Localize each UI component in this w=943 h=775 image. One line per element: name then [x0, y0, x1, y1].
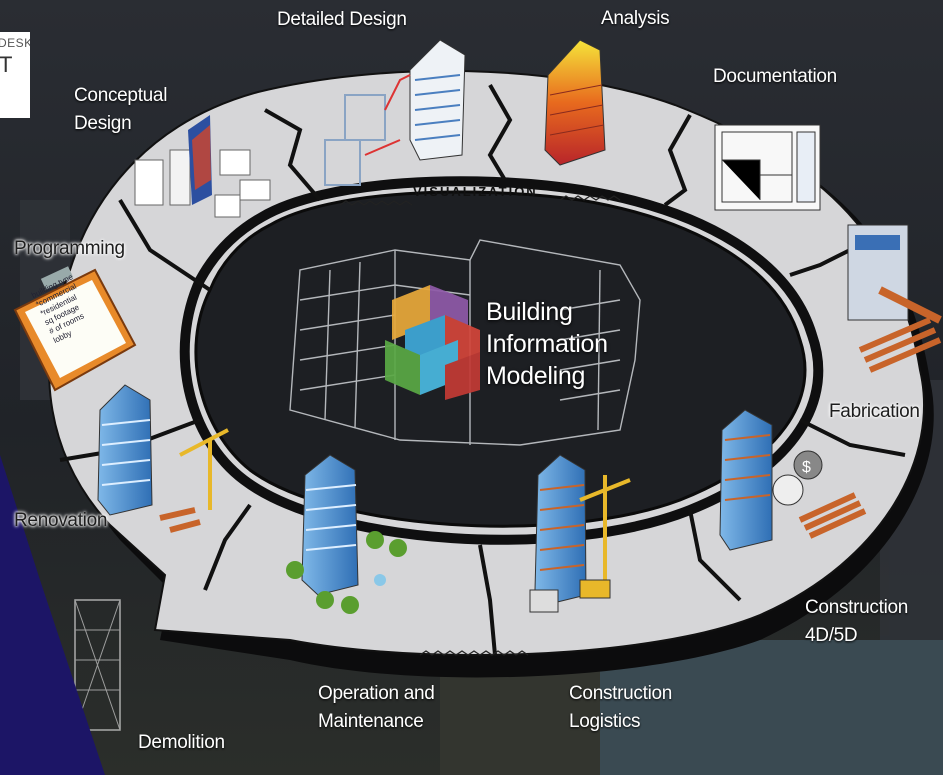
ring-center [194, 190, 807, 528]
bim-logo-cubes [385, 285, 480, 400]
stage-conceptual-design-1: Conceptual [74, 85, 168, 106]
construction-4d5d-model: $ [719, 409, 867, 551]
construction-logistics-model [529, 454, 631, 613]
segment-dividers [59, 84, 906, 656]
stage-construction-logistics-1: Construction [569, 683, 673, 704]
stage-operation-maintenance-1: Operation and [318, 683, 435, 704]
stage-analysis: Analysis [601, 8, 670, 29]
visualization-wave-marks [339, 195, 621, 656]
ring-inner-band [179, 176, 824, 545]
stage-programming: Programming [14, 238, 125, 259]
svg-text:$: $ [802, 459, 811, 476]
stage-renovation: Renovation [14, 510, 108, 531]
fabrication-model [847, 224, 942, 373]
logo-top-text: DESK [0, 36, 30, 50]
center-title-line-2: Information [486, 330, 608, 358]
corner-accent [0, 455, 105, 775]
center-title-line-1: Building [486, 298, 573, 326]
stage-detailed-design: Detailed Design [277, 9, 407, 30]
stage-operation-maintenance-2: Maintenance [318, 711, 424, 732]
analysis-model [544, 39, 606, 166]
stage-conceptual-design-2: Design [74, 113, 132, 134]
logo-bottom-text: T [0, 52, 13, 77]
stage-construction-logistics-2: Logistics [569, 711, 641, 732]
stage-construction-4d5d-1: Construction [805, 597, 909, 618]
operation-maintenance-model [286, 454, 407, 614]
center-title-line-3: Modeling [486, 362, 586, 390]
stage-construction-4d5d-2: 4D/5D [805, 625, 858, 646]
renovation-model [97, 384, 229, 533]
documentation-floorplan [714, 124, 821, 211]
detailed-design-model [324, 39, 466, 186]
stage-documentation: Documentation [713, 66, 837, 87]
programming-clipboard [13, 266, 137, 392]
autodesk-logo-fragment: DESK T [0, 32, 30, 118]
stage-fabrication: Fabrication [829, 401, 920, 422]
demolition-model [74, 599, 121, 731]
center-title: Building Information Modeling [486, 296, 608, 392]
stage-demolition: Demolition [138, 732, 225, 753]
conceptual-design-model [134, 115, 271, 218]
visualization-label: VISUALIZATION [413, 184, 538, 199]
